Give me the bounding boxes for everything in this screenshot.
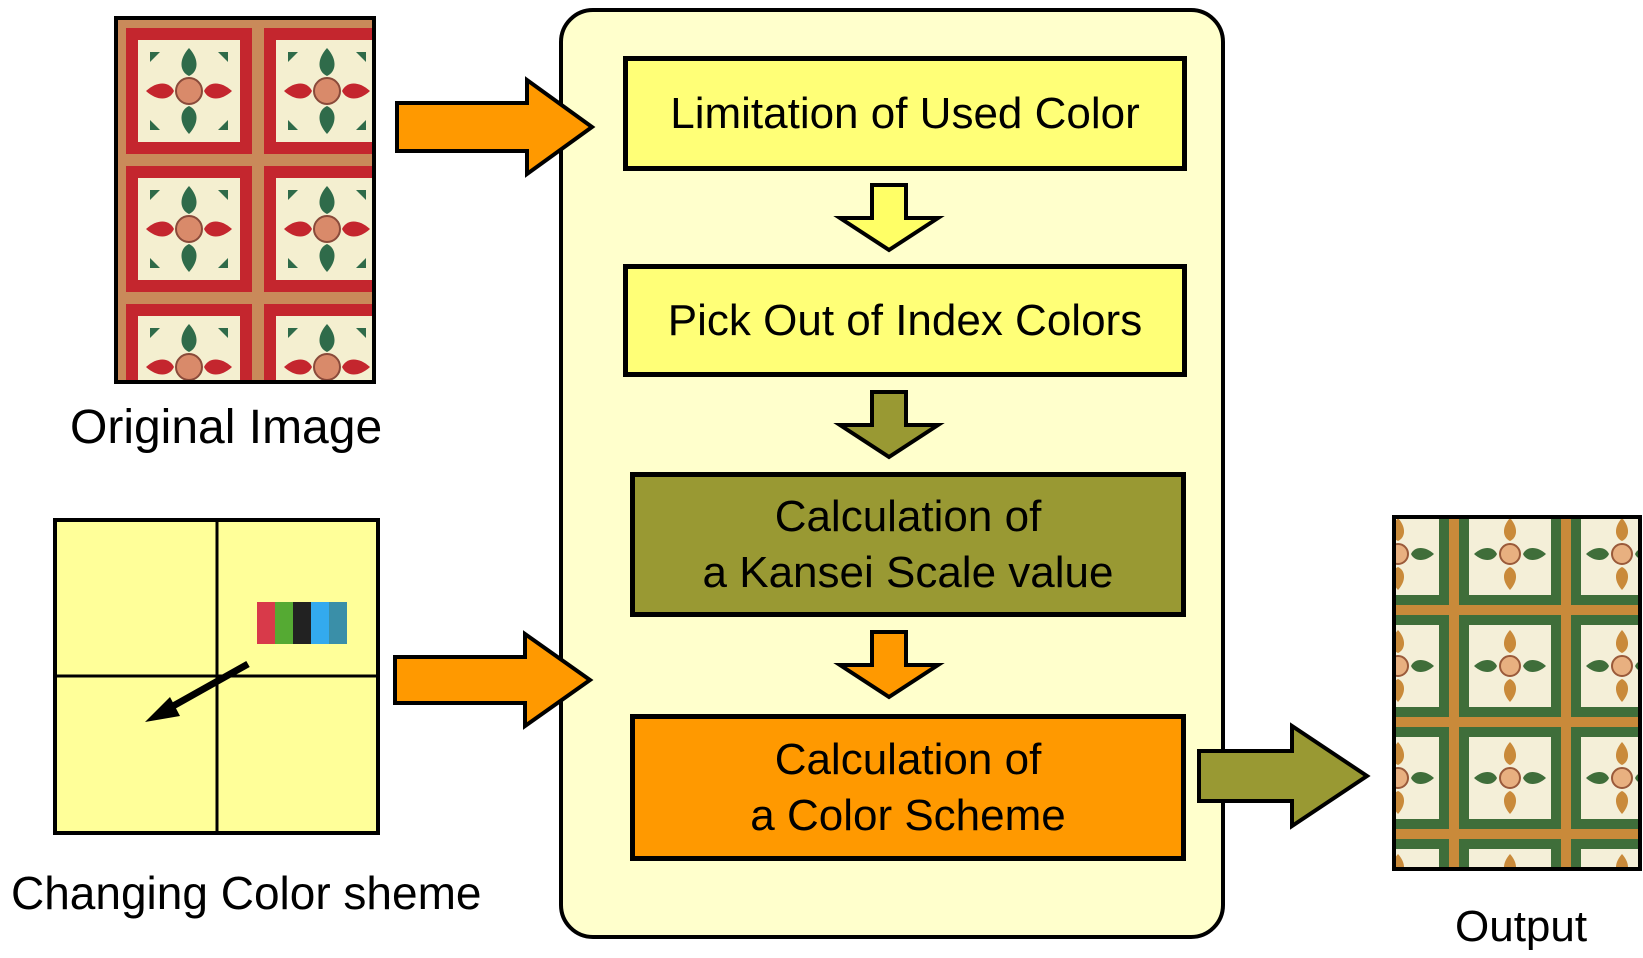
down-arrow-1: [833, 183, 945, 253]
step-kansei-label: Calculation of a Kansei Scale value: [702, 491, 1114, 597]
step-limitation-label: Limitation of Used Color: [670, 88, 1140, 138]
palette-swatch-strip: [257, 602, 347, 644]
down-arrow-3: [833, 630, 945, 700]
output-arrow: [1197, 722, 1371, 830]
palette-swatch: [329, 602, 347, 644]
input-arrow-scheme: [393, 630, 594, 730]
scheme-change-arrow: [145, 660, 250, 722]
palette-swatch: [311, 602, 329, 644]
output-label: Output: [1455, 902, 1588, 951]
palette-swatch: [257, 602, 275, 644]
original-image-label: Original Image: [70, 401, 383, 454]
palette-swatch: [275, 602, 293, 644]
step-color-scheme: Calculation of a Color Scheme: [630, 714, 1186, 861]
palette-swatch: [293, 602, 311, 644]
output-image-thumbnail: [1392, 515, 1642, 871]
step-kansei-scale-value: Calculation of a Kansei Scale value: [630, 472, 1186, 617]
step-pick-out-index-colors: Pick Out of Index Colors: [623, 264, 1187, 377]
input-arrow-original: [395, 76, 596, 178]
down-arrow-2: [833, 390, 945, 460]
original-image-thumbnail: [114, 16, 376, 384]
step-pick-out-label: Pick Out of Index Colors: [667, 295, 1143, 345]
step-limitation-of-used-color: Limitation of Used Color: [623, 56, 1187, 171]
changing-color-scheme-label: Changing Color sheme: [11, 867, 482, 919]
step-color-scheme-label: Calculation of a Color Scheme: [750, 734, 1066, 840]
color-scheme-map: [53, 518, 380, 835]
